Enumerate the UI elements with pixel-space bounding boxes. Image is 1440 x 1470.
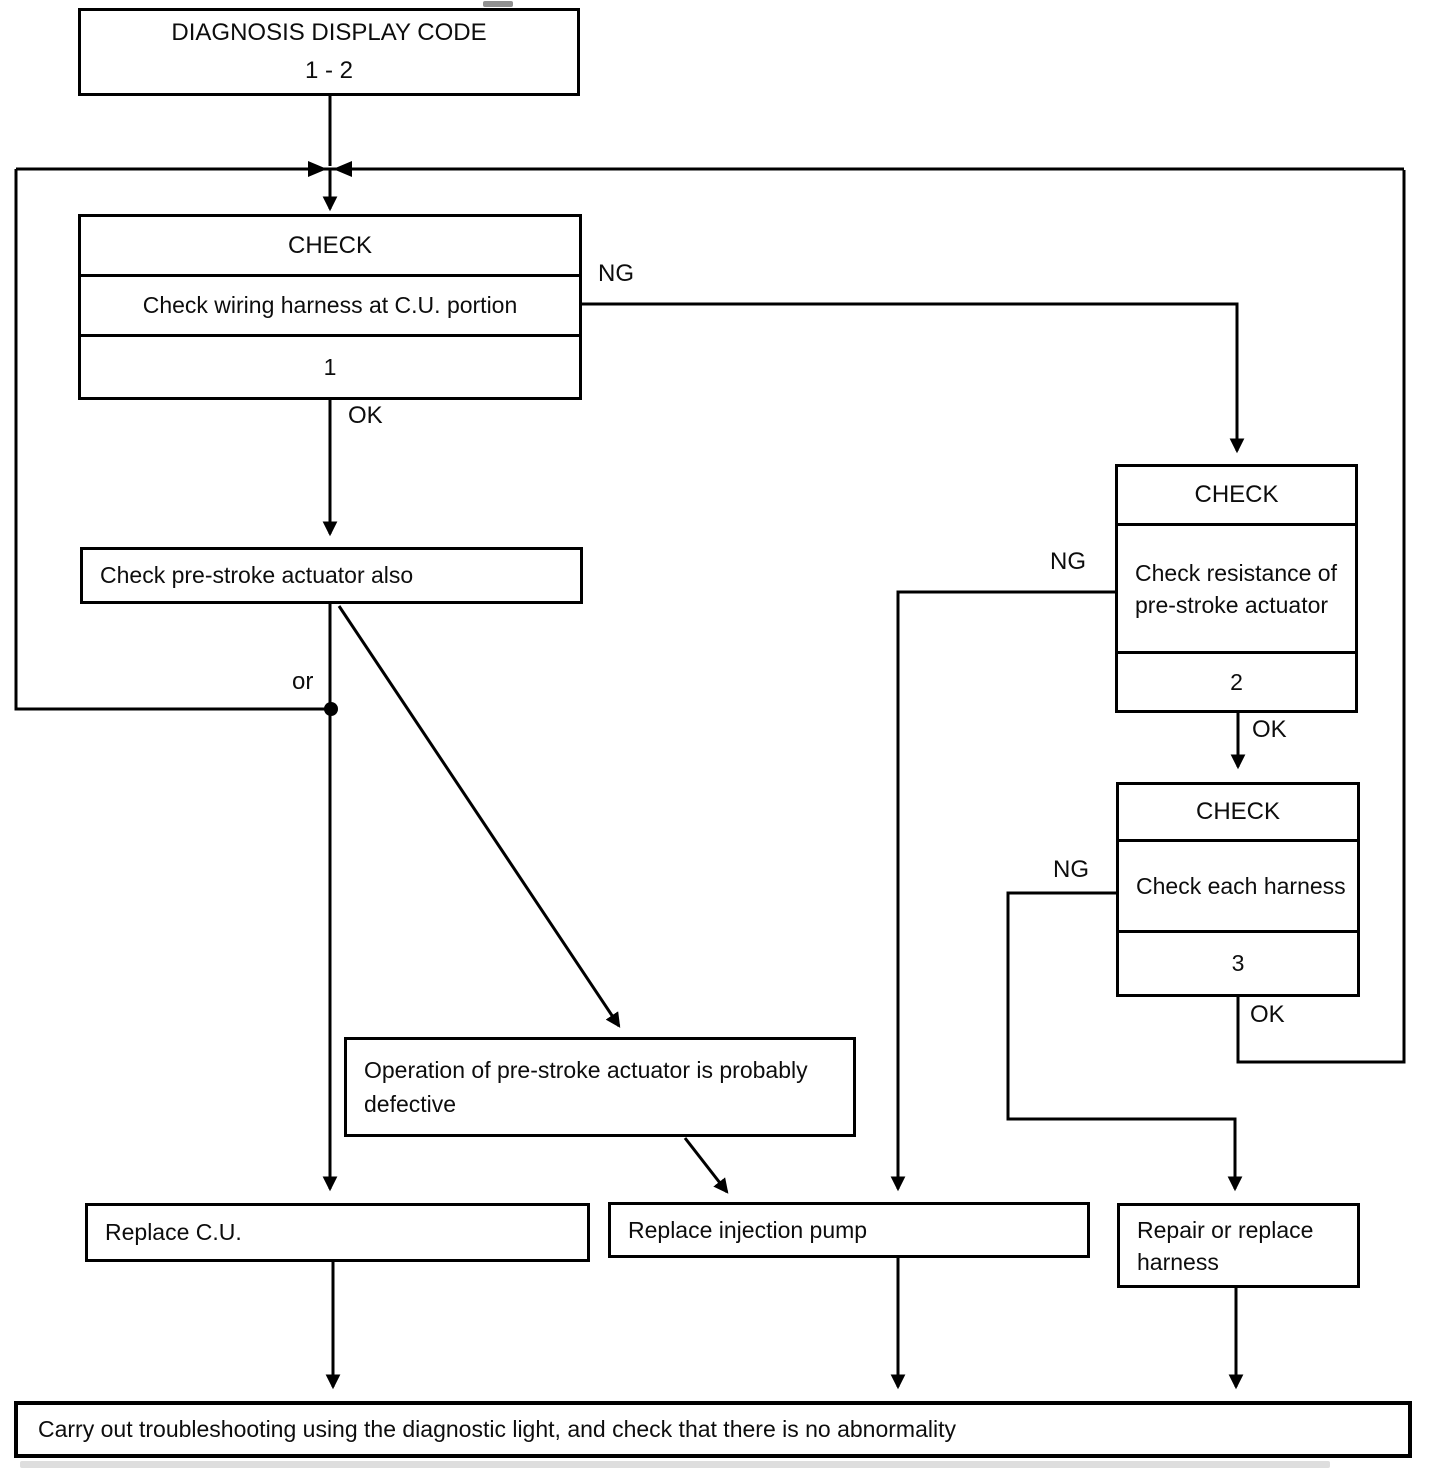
junction-arrowhead-right [333,161,352,177]
check1-header: CHECK [287,231,372,259]
check1-ng-label: NG [598,260,634,287]
check1-step-number: 1 [81,334,579,397]
defective-note-box: Operation of pre-stroke actuator is prob… [344,1037,856,1137]
bottom-conclusion-bar: Carry out troubleshooting using the diag… [14,1401,1412,1458]
line-check1-ng-to-check2 [582,302,1245,454]
check3-body: Check each harness [1119,839,1357,930]
check3-ng-label: NG [1053,856,1089,883]
replace-pump-box: Replace injection pump [608,1202,1090,1258]
scan-noise-top [483,1,513,7]
line-prestroke-to-defective [337,605,621,1028]
check2-ng-label: NG [1050,548,1086,575]
or-junction-dot [324,702,338,716]
check1-box: CHECK Check wiring harness at C.U. porti… [78,214,582,400]
replace-cu-box: Replace C.U. [85,1203,590,1262]
check2-body: Check resistance of pre-stroke actuator [1118,523,1355,651]
or-branch-label: or [292,668,314,695]
replace-pump-text: Replace injection pump [628,1216,868,1243]
check2-step-number: 2 [1118,651,1355,710]
line-check3-ng-to-repair [1006,891,1243,1192]
junction-arrowhead-left [308,161,327,177]
check2-ok-label: OK [1252,716,1287,743]
line-check3-ok-feedback-loop [1236,170,1406,1064]
replace-cu-text: Replace C.U. [105,1219,242,1246]
check3-ok-label: OK [1250,1001,1285,1028]
bottom-conclusion-text: Carry out troubleshooting using the diag… [38,1416,956,1443]
diagnosis-code-box: DIAGNOSIS DISPLAY CODE 1 - 2 [78,8,580,96]
prestroke-note-text: Check pre-stroke actuator also [100,562,414,589]
check2-box: CHECK Check resistance of pre-stroke act… [1115,464,1358,713]
line-defective-to-pump [683,1137,729,1194]
check2-header: CHECK [1194,481,1279,509]
prestroke-note-box: Check pre-stroke actuator also [80,547,583,604]
check1-ok-label: OK [348,402,383,429]
repair-harness-text: Repair or replace harness [1137,1216,1314,1275]
check3-step-number: 3 [1119,930,1357,994]
defective-note-text: Operation of pre-stroke actuator is prob… [364,1057,808,1117]
repair-harness-box: Repair or replace harness [1117,1203,1360,1288]
scan-noise-bottom-band [20,1461,1330,1468]
line-feedback-left-loop [14,169,327,711]
check1-body: Check wiring harness at C.U. portion [81,274,579,334]
check3-header: CHECK [1195,798,1280,826]
diagnosis-code-value: 1 - 2 [304,57,354,84]
line-check2-ng-to-pump [890,590,1115,1192]
check3-box: CHECK Check each harness 3 [1116,782,1360,997]
diagnosis-code-title: DIAGNOSIS DISPLAY CODE [171,19,487,47]
